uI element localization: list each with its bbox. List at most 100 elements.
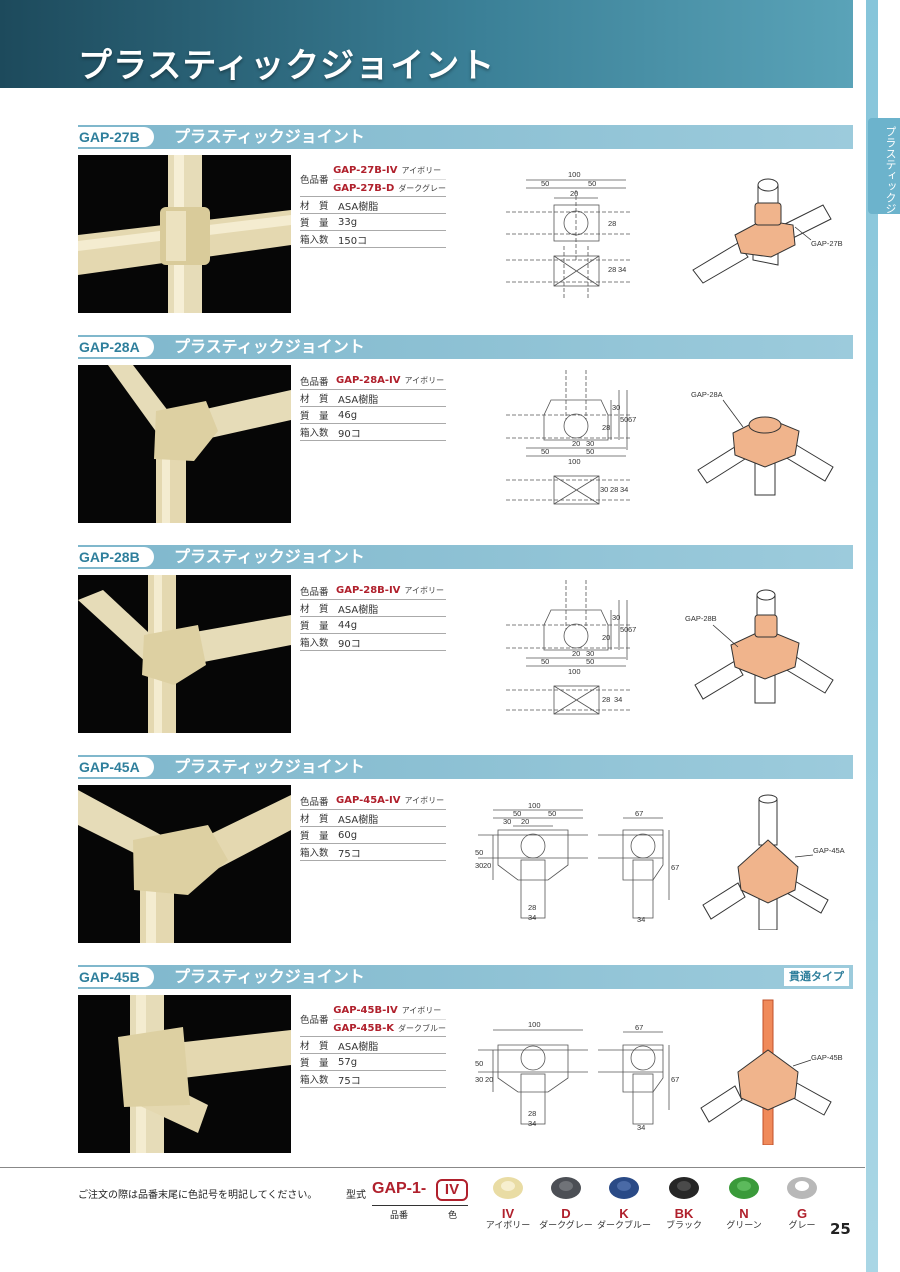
- dim-label: 28: [610, 485, 618, 494]
- product-photo: [78, 155, 291, 313]
- spec-label: 箱入数: [300, 848, 329, 859]
- product-photo: [78, 785, 291, 943]
- variant-code: GAP-45A-IV: [336, 795, 401, 806]
- dim-label: 20: [485, 1075, 493, 1084]
- spec-weight: 33g: [338, 216, 358, 228]
- dim-label: 100: [568, 667, 581, 676]
- section-code: GAP-28A: [75, 337, 154, 357]
- spec-weight: 57g: [338, 1056, 358, 1068]
- dark-blue-joint-icon: [609, 1177, 639, 1199]
- color-code: D: [561, 1206, 571, 1221]
- dim-label: 50: [588, 179, 596, 188]
- color-code: BK: [674, 1206, 694, 1221]
- dim-label: 50: [513, 809, 521, 818]
- isometric-illustration: GAP-45B: [700, 999, 843, 1145]
- color-code: G: [796, 1206, 808, 1221]
- dim-label: 50: [586, 447, 594, 456]
- dim-label: 34: [528, 1119, 536, 1128]
- side-index-tab: [868, 118, 900, 214]
- spec-label: 質 量: [300, 218, 329, 229]
- spec-label: 色品番: [300, 586, 329, 598]
- dim-label: 20: [572, 649, 580, 658]
- dim-label: 50: [586, 657, 594, 666]
- dim-label: 100: [528, 801, 541, 810]
- isometric-illustration: GAP-28B: [685, 589, 834, 704]
- dim-label: 50: [620, 415, 628, 424]
- spec-material: ASA樹脂: [338, 201, 379, 213]
- dim-label: 50: [541, 447, 549, 456]
- side-index-tab-label: プラスティックジョイント: [884, 126, 897, 258]
- section-code: GAP-45A: [75, 757, 154, 777]
- dim-label: 30: [600, 485, 608, 494]
- black-joint-icon: [669, 1177, 699, 1199]
- spec-material-row: 材 質 ASA樹脂: [300, 810, 446, 827]
- dim-label: 67: [671, 1075, 679, 1084]
- spec-label: 材 質: [300, 814, 329, 825]
- dim-label: 30: [612, 403, 620, 412]
- spec-material: ASA樹脂: [338, 814, 379, 826]
- dimension-drawing: 100 50 50 20 28 28 34: [506, 170, 631, 298]
- spec-label: 材 質: [300, 1041, 329, 1052]
- dim-label: 28: [602, 423, 610, 432]
- spec-material: ASA樹脂: [338, 1041, 379, 1053]
- dim-label: 30: [475, 1075, 483, 1084]
- spec-weight: 46g: [338, 409, 358, 421]
- section-title: プラスティックジョイント: [174, 757, 365, 776]
- spec-qty: 75コ: [338, 1075, 361, 1087]
- spec-label: 質 量: [300, 831, 329, 842]
- variant-name: アイボリー: [404, 376, 445, 385]
- gray-joint-icon: [787, 1177, 817, 1199]
- dim-label: 20: [570, 189, 578, 198]
- dim-label: 30: [612, 613, 620, 622]
- iso-label: GAP-27B: [811, 239, 843, 248]
- color-swatch-k: K ダークブルー: [594, 1174, 654, 1232]
- section-code: GAP-27B: [75, 127, 154, 147]
- color-swatch-d: D ダークグレー: [536, 1174, 596, 1232]
- dim-label: 28: [528, 903, 536, 912]
- page-number: 25: [830, 1220, 851, 1238]
- green-joint-icon: [729, 1177, 759, 1199]
- color-swatch-g: G グレー: [772, 1174, 832, 1232]
- dim-label: 34: [528, 913, 536, 922]
- dim-label: 34: [620, 485, 628, 494]
- variant-code: GAP-27B-D: [333, 183, 395, 194]
- section-bar: GAP-27B プラスティックジョイント: [75, 125, 853, 149]
- product-photo: [78, 995, 291, 1153]
- variant-name: アイボリー: [401, 1006, 442, 1015]
- section-title: プラスティックジョイント: [174, 967, 365, 986]
- section-title: プラスティックジョイント: [174, 127, 365, 146]
- dim-label: 67: [635, 1023, 643, 1032]
- color-code: K: [619, 1206, 629, 1221]
- dim-label: 30: [586, 649, 594, 658]
- variant-name: ダークブルー: [398, 1024, 446, 1033]
- dim-label: 67: [628, 415, 636, 424]
- spec-qty: 90コ: [338, 428, 361, 440]
- section-code: GAP-45B: [75, 967, 154, 987]
- ivory-joint-icon: [493, 1177, 523, 1199]
- order-note: ご注文の際は品番末尾に色記号を明記してください。: [78, 1190, 318, 1201]
- section-title: プラスティックジョイント: [174, 337, 365, 356]
- dim-label: 28: [602, 695, 610, 704]
- model-prefix: GAP-1-: [372, 1180, 427, 1197]
- product-photo: [78, 575, 291, 733]
- spec-label: 質 量: [300, 621, 329, 632]
- spec-label: 材 質: [300, 604, 329, 615]
- dimension-drawing: 30 20 50 67 20 30 50 50 100 28 34: [506, 580, 636, 715]
- spec-label: 色品番: [300, 796, 329, 808]
- dim-label: 30: [586, 439, 594, 448]
